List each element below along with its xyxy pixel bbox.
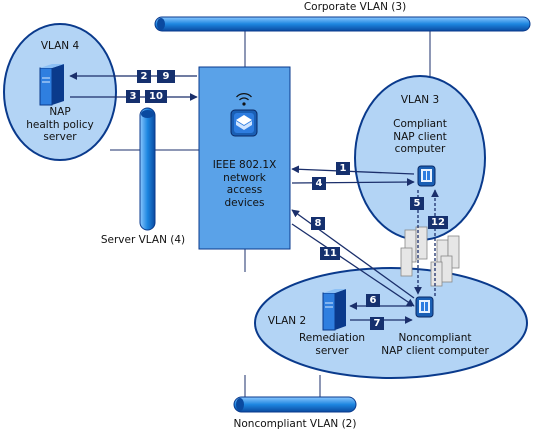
remediation-server-icon [322,289,346,331]
noncompliant-vlan-bus [233,396,357,413]
step-badge: 5 [410,197,424,210]
step-badge: 4 [312,177,326,190]
vlan2-label: VLAN 2 [267,315,307,327]
access-devices-box [198,66,291,250]
noncompliant-vlan-label: Noncompliant VLAN (2) [233,418,357,430]
step-badge: 6 [366,294,380,307]
compliant-client-label: Compliant NAP client computer [393,118,447,155]
server-vlan-label: Server VLAN (4) [100,234,186,246]
noncompliant-client-icon [415,296,434,318]
step-badge: 9 [157,70,175,83]
nap-server-label: NAP health policy server [26,106,94,143]
step-badge: 7 [370,317,384,330]
step-badge: 1 [336,162,350,175]
corporate-vlan-label: Corporate VLAN (3) [303,1,407,13]
nap-server-icon [39,64,64,106]
step-badge: 3 [126,90,140,103]
vlan3-label: VLAN 3 [400,94,440,106]
server-vlan-bus [139,107,156,231]
step-badge: 12 [428,216,448,229]
compliant-client-icon [417,165,436,187]
step-badge: 2 [137,70,151,83]
remediation-server-label: Remediation server [298,332,366,357]
corporate-vlan-bus [154,16,531,32]
network-switch-icon [230,109,258,137]
device-stack-icon [400,226,460,287]
step-badge: 11 [320,247,340,260]
step-badge: 10 [145,90,167,103]
noncompliant-client-label: Noncompliant NAP client computer [381,332,489,357]
access-devices-label: IEEE 802.1X network access devices [212,159,277,209]
vlan4-label: VLAN 4 [40,40,80,52]
wireless-icon [236,93,252,106]
step-badge: 8 [311,217,325,230]
